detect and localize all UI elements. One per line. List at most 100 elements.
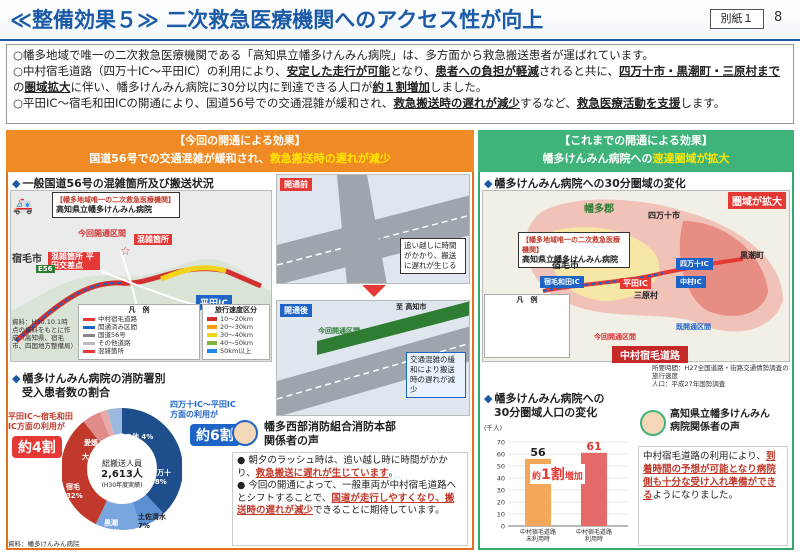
page-number: 8 — [774, 10, 783, 25]
map-open-section-label: 今回開通区間 — [78, 229, 126, 238]
left-header-subtitle: 国道56号での交通混雑が緩和され、救急搬送時の遅れが減少 — [89, 152, 391, 165]
right-map-hospital-callout: 【幡多地域唯一の二次救急医療機関】 高知県立幡多けんみん病院 — [518, 232, 630, 268]
hospital-voice-box: 中村宿毛道路の利用により、到着時間の予想が可能となり病院側も十分な受け入れ準備が… — [638, 446, 788, 546]
donut-source: 資料：幡多けんみん病院 — [8, 540, 80, 548]
left-share-badge: 約4割 — [12, 436, 62, 458]
summary-box: ○幡多地域で唯一の二次救急医療機関である「高知県立幡多けんみん病院」は、多方面か… — [6, 44, 794, 124]
chart-ytick-label: 10 — [497, 511, 505, 519]
hospital-voice-title: 高知県立幡多けんみん 病院関係者の声 — [670, 409, 770, 433]
right-panel-header — [478, 130, 794, 172]
left-section-title-2: 幡多けんみん病院の消防署別 — [12, 370, 165, 386]
speed-legend-item: 50km以上 — [207, 347, 269, 355]
map-sukumo-label: 宿毛市 — [12, 254, 42, 265]
attachment-badge: 別紙１ — [710, 9, 764, 29]
left-section-title-2b: 受入患者数の割合 — [22, 386, 110, 399]
chart-ytick-label: 50 — [497, 463, 505, 471]
map-jam-label-2: 混雑箇所 平田交差点 — [48, 252, 100, 270]
chart-category-label: 中村宿毛道路 — [576, 528, 612, 536]
map-mihara-label: 三原村 — [634, 291, 658, 300]
before-label: 開通前 — [280, 178, 312, 191]
right-section-title-2: 幡多けんみん病院への — [484, 390, 604, 406]
map-shimanto-ic-label: 四万十IC — [676, 258, 713, 270]
right-share-badge: 約6割 — [190, 424, 240, 446]
donut-label-shimanto: 四万十 38% — [150, 469, 171, 486]
summary-line-3: ○平田IC～宿毛和田ICの開通により、国道56号での交通混雑が緩和され、救急搬送… — [13, 96, 726, 110]
left-section-title-1: 一般国道56号の混雑箇所及び搬送状況 — [12, 175, 213, 191]
donut-label-otsuki: 大月 5% — [82, 453, 111, 461]
header-divider — [0, 39, 800, 41]
arrow-down-icon — [362, 285, 386, 297]
after-road-drawing — [277, 301, 469, 415]
map-open-now-label: 今回開通区間 — [594, 333, 636, 341]
legend-item: 開通済み区間 — [83, 323, 199, 331]
chart-ytick-label: 30 — [497, 487, 505, 495]
before-road-drawing — [277, 175, 469, 283]
chart-increase-note: 約1割増加 — [530, 464, 585, 484]
firefighter-avatar — [232, 420, 258, 446]
before-illustration — [276, 174, 470, 284]
chart-bar — [581, 452, 607, 526]
chart-ytick-label: 40 — [497, 475, 505, 483]
donut-label-tosashimizu: 土佐清水 7% — [138, 513, 166, 530]
donut-label-kuroshio: 黒潮 12% — [104, 519, 121, 536]
map-open-before-label: 既開通区間 — [676, 323, 711, 331]
ambulance-icon: 🚑 — [13, 196, 33, 215]
legend-items: 中村宿毛道路開通済み区間国道56号その他道路混雑箇所 — [79, 315, 199, 355]
hospital-staff-avatar — [640, 410, 666, 436]
donut-center-label: 総搬送人員 2,613人 (H30年度実績) — [101, 459, 143, 489]
after-note: 交通混雑の緩和により搬送時の遅れが減少 — [406, 352, 466, 398]
map-kuroshio-label: 黒潮町 — [740, 251, 764, 260]
header-bar — [0, 0, 800, 40]
chart-value-label: 61 — [586, 440, 601, 453]
right-header-title: 【これまでの開通による効果】 — [559, 134, 713, 147]
map-source-note: 資料：H30.10.1時点の資料をもとに作成（高知県、宿毛市、四国地方整備局） — [12, 318, 77, 350]
speed-legend-item: 20～30km — [207, 323, 269, 331]
speed-legend-item: 10～20km — [207, 315, 269, 323]
page-title: ≪整備効果５≫ 二次救急医療機関へのアクセス性が向上 — [10, 8, 544, 32]
chart-ytick-label: 70 — [497, 439, 505, 447]
transport-donut-drawing — [61, 408, 183, 530]
after-label: 開通後 — [280, 304, 312, 317]
map-naka-ic-label: 中村IC — [676, 276, 706, 288]
jam-star-icon: ☆ — [120, 244, 131, 258]
chart-value-label: 56 — [530, 446, 546, 459]
donut-label-other: その他 4% — [118, 433, 154, 441]
legend-item: 国道56号 — [83, 331, 199, 339]
map-jam-label: 混雑箇所 — [134, 234, 172, 245]
summary-line-2: ○中村宿毛道路（四万十IC～平田IC）の利用により、安定した走行が可能となり、患… — [13, 64, 781, 94]
left-panel-header — [6, 130, 474, 172]
legend-item: 混雑箇所 — [83, 347, 199, 355]
map-wada-ic-label: 宿毛和田IC — [540, 276, 584, 288]
donut-label-sukumo: 宿毛 32% — [66, 483, 83, 500]
chart-unit: (千人) — [484, 424, 503, 432]
map-e56-sign: E56 — [36, 265, 55, 273]
map-hospital-callout: 【幡多地域唯一の二次救急医療機関】 高知県立幡多けんみん病院 — [52, 192, 180, 218]
before-note: 追い越しに時間がかかり、搬送に遅れが生じる — [400, 238, 466, 274]
fire-voice-title: 幡多西部消防組合消防本部 関係者の声 — [264, 420, 396, 447]
donut-label-ehime: 愛媛 2% — [84, 439, 113, 447]
legend-item: 中村宿毛道路 — [83, 315, 199, 323]
chart-category-label: 未利用時 — [526, 535, 550, 543]
after-open-tag: 今回開通区間 — [318, 327, 360, 335]
right-section-title-1: 幡多けんみん病院への30分圏域の変化 — [484, 175, 685, 191]
to-kochi-label: 至 高知市 — [396, 303, 427, 311]
legend-item: その他道路 — [83, 339, 199, 347]
right-header-subtitle: 幡多けんみん病院への速達圏域が拡大 — [542, 152, 730, 165]
summary-line-1: ○幡多地域で唯一の二次救急医療機関である「高知県立幡多けんみん病院」は、多方面か… — [13, 48, 654, 62]
speed-legend-item: 30～40km — [207, 331, 269, 339]
right-section-title-2b: 30分圏域人口の変化 — [494, 406, 598, 419]
fire-voice-box: ● 朝夕のラッシュ時は、追い越し時に時間がかかり、救急搬送に遅れが生じています。… — [232, 452, 468, 546]
chart-ytick-label: 20 — [497, 499, 505, 507]
chart-ytick-label: 0 — [501, 523, 505, 531]
fire-voice-bullet-2: ● 今回の開通によって、一般車両が中村宿毛道路へとシフトすることで、国道が走行し… — [237, 480, 457, 516]
map-hata-label: 幡多郡 — [584, 204, 614, 215]
map-road-label: 中村宿毛道路 — [612, 346, 688, 363]
left-direction-note: 平田IC～宿毛和田 IC方面の利用が — [8, 412, 73, 431]
map-area-expanded-label: 圏域が拡大 — [728, 192, 786, 209]
right-map-sukumo-label: 宿毛市 — [552, 261, 580, 271]
chart-category-label: 利用時 — [585, 535, 603, 543]
speed-legend-item: 40～50km — [207, 339, 269, 347]
